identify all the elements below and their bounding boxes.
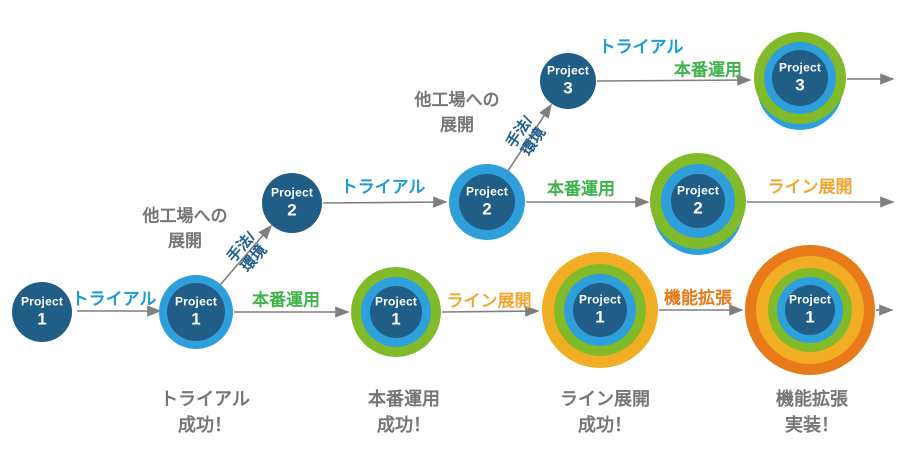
label-caption-expansion: 機能拡張実装！ [776, 386, 848, 438]
node-number: 1 [391, 309, 401, 329]
node-word: Project [676, 183, 720, 198]
node-core [262, 173, 322, 233]
label-line: 実装！ [785, 415, 839, 435]
label-line: 本番運用 [674, 60, 742, 80]
node-word: Project [465, 184, 509, 199]
flow-arrow [322, 196, 448, 208]
label-trial-row1: トライアル [72, 288, 157, 313]
label-line: 機能拡張 [776, 388, 848, 409]
label-other-factories-1: 他工場への展開 [143, 204, 228, 253]
label-trial-row3: トライアル [599, 36, 684, 61]
label-caption-trial: トライアル成功！ [160, 386, 250, 438]
label-line: 機能拡張 [664, 288, 732, 308]
node-core [370, 286, 422, 338]
label-line: ライン展開 [446, 291, 532, 311]
label-caption-line: ライン展開成功！ [560, 386, 650, 438]
node-word: Project [788, 292, 832, 307]
flow-arrow [596, 74, 752, 86]
node-core [459, 174, 515, 230]
node-core [785, 285, 835, 335]
node-number: 2 [693, 198, 703, 218]
label-production-row2: 本番運用 [547, 178, 615, 203]
label-caption-production: 本番運用成功！ [368, 386, 440, 438]
node-number: 2 [482, 199, 492, 219]
label-line: 展開 [440, 115, 474, 134]
label-line: トライアル [160, 388, 250, 409]
node-core [772, 50, 828, 106]
node-word: Project [546, 63, 590, 78]
node-core [540, 53, 596, 109]
node-number: 1 [37, 309, 47, 329]
node-number: 1 [595, 307, 605, 327]
label-line: 他工場への [414, 90, 500, 110]
node-number: 1 [805, 307, 815, 327]
flow-arrow [441, 305, 540, 317]
label-line: トライアル [340, 177, 426, 197]
node-word: Project [270, 185, 314, 200]
node-word: Project [778, 60, 822, 75]
label-other-factories-2: 他工場への展開 [415, 88, 500, 137]
label-line: トライアル [71, 289, 157, 309]
flow-arrow [507, 103, 552, 172]
label-line: 成功！ [377, 415, 431, 435]
node-core [671, 174, 725, 228]
node-core [167, 283, 225, 341]
label-production-row3: 本番運用 [674, 59, 742, 84]
label-line: 成功！ [578, 415, 632, 435]
label-trial-row2: トライアル [341, 176, 426, 201]
label-production-row1: 本番運用 [252, 289, 320, 314]
label-line-row2: ライン展開 [768, 176, 853, 201]
node-number: 3 [563, 78, 573, 98]
label-line: 展開 [168, 231, 202, 250]
label-line: ライン展開 [560, 388, 650, 409]
node-number: 1 [191, 309, 201, 329]
node-number: 3 [795, 75, 805, 95]
label-line: 成功！ [177, 415, 232, 435]
label-line: ライン展開 [767, 177, 853, 197]
label-line: 本番運用 [368, 388, 440, 409]
node-word: Project [374, 294, 418, 309]
label-line: トライアル [598, 37, 684, 57]
label-line-row1: ライン展開 [447, 290, 532, 315]
label-line: 本番運用 [547, 179, 615, 199]
node-number: 2 [287, 200, 297, 220]
node-word: Project [20, 294, 64, 309]
label-line: 本番運用 [252, 290, 320, 310]
node-word: Project [578, 292, 622, 307]
node-core [573, 283, 627, 337]
flow-arrow [219, 224, 273, 286]
label-line: 他工場への [142, 206, 228, 226]
node-word: Project [174, 294, 218, 309]
label-expansion-row1: 機能拡張 [664, 287, 732, 312]
node-core [12, 282, 72, 342]
